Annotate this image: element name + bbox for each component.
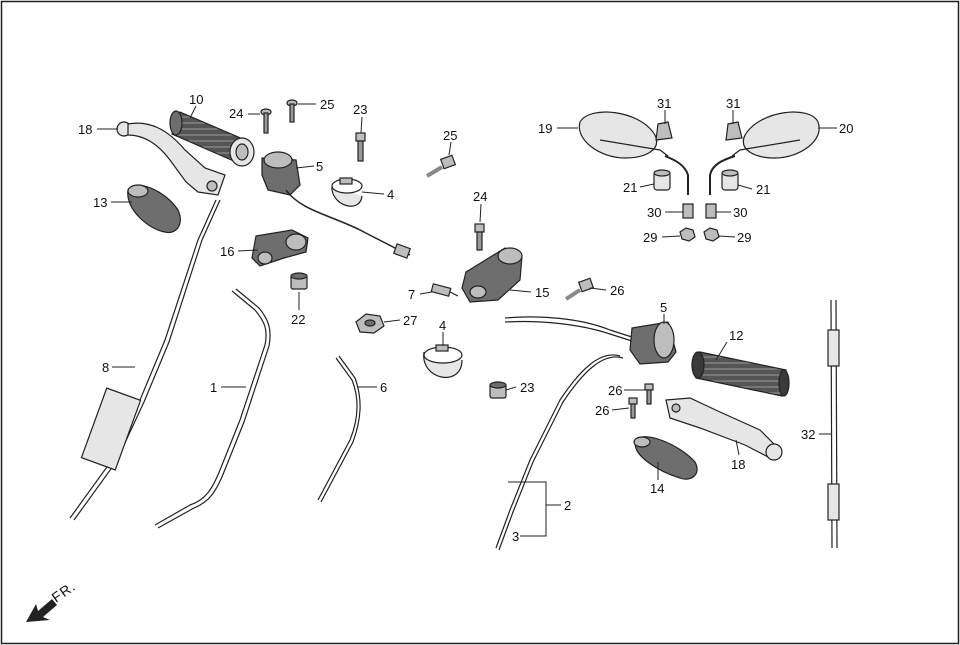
callout-4-b: 4 [439,318,446,333]
callout-26-a: 26 [608,383,622,398]
part-6-switch-housing [629,321,677,365]
part-30-adapter-b [705,203,717,219]
callout-31-b: 31 [726,96,740,111]
callout-labels: 18 10 24 25 23 25 5 4 13 16 22 27 8 1 6 … [78,92,853,544]
callout-30-a: 30 [647,205,661,220]
callout-12: 12 [729,328,743,343]
part-26-bolt-b [628,397,638,419]
callout-20: 20 [839,121,853,136]
part-7-switch [430,283,459,297]
callout-24-b: 25 [320,97,334,112]
callout-21-a: 21 [623,180,637,195]
callout-10: 10 [189,92,203,107]
part-19-left-mirror [578,111,689,195]
callout-17: 18 [78,122,92,137]
callout-7: 7 [408,287,415,302]
callout-18: 18 [731,457,745,472]
part-8-cable [317,355,361,503]
part-22-nut-a [290,272,308,290]
callout-25-a: 25 [443,128,457,143]
callout-25-b: 26 [610,283,624,298]
part-30-adapter-a [682,203,694,219]
callout-29-b: 29 [737,230,751,245]
part-32-cable [827,299,840,549]
part-24-screw-b [286,99,298,123]
part-5-throttle-housing [261,151,412,259]
part-24-screw-a [260,108,272,134]
callout-26-b: 26 [595,403,609,418]
callout-27: 27 [403,313,417,328]
callout-3: 3 [512,529,519,544]
part-17-clutch-lever [116,121,226,196]
callout-5: 5 [316,159,323,174]
callout-23-a: 23 [353,102,367,117]
part-2-brake-cable [495,354,624,551]
part-27-nut [355,313,385,334]
callout-22-b: 23 [520,380,534,395]
callout-16: 16 [220,244,234,259]
part-25-bolt-b [564,277,595,301]
callout-2: 2 [564,498,571,513]
callout-32: 32 [801,427,815,442]
callout-19: 19 [538,121,552,136]
callout-23-b: 24 [473,189,487,204]
part-6-wiring [504,316,636,343]
part-15-brake-master [461,247,523,303]
part-16-lever-holder [251,229,309,267]
callout-13: 13 [93,195,107,210]
callout-8: 6 [380,380,387,395]
part-18-brake-lever [665,397,783,461]
callout-22-a: 22 [291,312,305,327]
callout-14: 14 [650,481,664,496]
part-1-throttle-cable [154,288,271,529]
callout-31-a: 31 [657,96,671,111]
callout-9: 8 [102,360,109,375]
part-29-nut-b [703,227,720,242]
part-4-clamp-b [423,344,463,378]
callout-30-b: 30 [733,205,747,220]
leader-lines [97,103,837,537]
callout-1: 1 [210,380,217,395]
part-9-clutch-cable [69,199,221,521]
part-10-throttle-grip [169,110,255,167]
callout-21-b: 21 [756,182,770,197]
part-21-boot-a [653,169,671,191]
part-22-nut-b [489,381,507,399]
part-23-bolt-b [474,223,485,251]
arrow-down-left-icon [26,599,57,622]
part-23-bolt-a [355,132,366,162]
part-31-cap-b [725,121,743,141]
part-12-right-grip [691,351,790,397]
callout-6: 5 [660,300,667,315]
callout-24-a: 24 [229,106,243,121]
part-25-bolt-a [425,154,457,178]
part-29-nut-a [679,227,696,242]
callout-29-a: 29 [643,230,657,245]
part-14-lever-cover [633,436,698,480]
callout-15: 15 [535,285,549,300]
part-21-boot-b [721,169,739,191]
part-20-right-mirror [709,111,820,195]
part-4-clamp-a [331,177,363,207]
part-26-bolt-a [644,383,654,405]
callout-4-a: 4 [387,187,394,202]
part-13-lever-cover [127,184,181,234]
